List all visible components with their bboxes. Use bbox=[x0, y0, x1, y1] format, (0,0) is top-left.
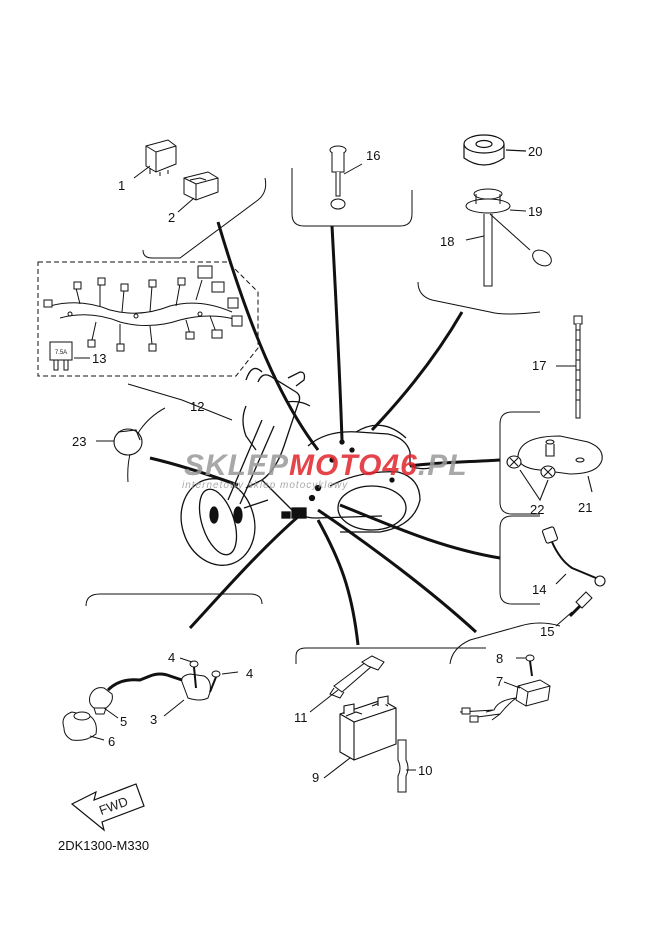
wire-harness-box bbox=[37, 261, 259, 377]
relay-socket-part-2 bbox=[177, 171, 219, 213]
callout-12: 12 bbox=[190, 399, 204, 414]
callout-20: 20 bbox=[528, 144, 542, 159]
battery-part-9 bbox=[323, 695, 397, 779]
watermark-part3: 46 bbox=[381, 449, 417, 482]
callout-21: 21 bbox=[578, 500, 592, 515]
watermark-part1: SKLEP bbox=[184, 449, 289, 482]
wire-harness-part-12 bbox=[43, 265, 243, 352]
fuse-marking: 7.5A bbox=[55, 350, 67, 356]
grommet-part-20 bbox=[463, 134, 527, 166]
bracket-cdi-unit bbox=[449, 622, 561, 665]
callout-13: 13 bbox=[92, 351, 106, 366]
harness-pointer-line bbox=[127, 383, 233, 421]
callout-labels: 1 2 3 4 4 5 6 7 8 9 10 11 12 13 14 15 16… bbox=[72, 144, 592, 785]
bracket-fuel-sender-top bbox=[291, 168, 413, 227]
callout-4-left: 4 bbox=[168, 650, 175, 665]
bracket-ground-lead bbox=[499, 515, 540, 605]
plug-cap-part-5 bbox=[89, 687, 119, 719]
screw-part-4 bbox=[179, 657, 239, 693]
fuel-sender-part-18-19 bbox=[465, 188, 552, 287]
relay-part-1 bbox=[133, 139, 177, 179]
watermark-tagline: internetowy sklep motocyklowy bbox=[182, 480, 348, 491]
breather-hose-part-10 bbox=[397, 739, 416, 793]
callout-11: 11 bbox=[294, 710, 308, 725]
fuse-part-13: 7.5A bbox=[49, 341, 90, 371]
battery-band-part-11 bbox=[309, 655, 385, 713]
callout-17: 17 bbox=[532, 358, 546, 373]
callout-3: 3 bbox=[150, 712, 157, 727]
bracket-bolt-plate bbox=[499, 411, 540, 515]
washer-part-22 bbox=[506, 455, 556, 502]
callout-14: 14 bbox=[532, 582, 546, 597]
plate-part-21 bbox=[517, 435, 603, 493]
callout-10: 10 bbox=[418, 763, 432, 778]
callout-7: 7 bbox=[496, 674, 503, 689]
cable-tie-part-17 bbox=[556, 315, 583, 419]
indicator-lens-part-23 bbox=[96, 428, 143, 456]
cdi-unit-part-7 bbox=[459, 679, 551, 723]
group-brackets bbox=[85, 168, 561, 665]
callout-18: 18 bbox=[440, 234, 454, 249]
callout-2: 2 bbox=[168, 210, 175, 225]
callout-9: 9 bbox=[312, 770, 319, 785]
callout-16: 16 bbox=[366, 148, 380, 163]
svg-text:SKLEPMOTO46.PL: SKLEPMOTO46.PL bbox=[184, 449, 468, 482]
ground-lead-part-14 bbox=[541, 526, 606, 587]
scooter-outline bbox=[180, 367, 431, 566]
bracket-battery bbox=[295, 647, 486, 664]
forward-direction-arrow: FWD bbox=[70, 783, 145, 832]
group-leader-lines bbox=[149, 221, 501, 646]
callout-1: 1 bbox=[118, 178, 125, 193]
bracket-indicator-lens bbox=[127, 407, 166, 483]
bolt-part-15 bbox=[555, 591, 593, 627]
watermark-part4: .PL bbox=[418, 449, 468, 482]
watermark: SKLEPMOTO46.PL internetowy sklep motocyk… bbox=[182, 449, 468, 491]
screw-part-8 bbox=[516, 654, 535, 677]
bracket-ignition-coil bbox=[85, 593, 263, 607]
callout-6: 6 bbox=[108, 734, 115, 749]
sender-plug-part-16 bbox=[329, 145, 363, 210]
callout-19: 19 bbox=[528, 204, 542, 219]
callout-22: 22 bbox=[530, 502, 544, 517]
bracket-fuel-sender-right bbox=[417, 281, 541, 315]
callout-4-right: 4 bbox=[246, 666, 253, 681]
diagram-code: 2DK1300-M330 bbox=[58, 838, 150, 853]
watermark-part2: MOTO bbox=[289, 449, 382, 482]
callout-8: 8 bbox=[496, 651, 503, 666]
callout-23: 23 bbox=[72, 434, 86, 449]
callout-15: 15 bbox=[540, 624, 554, 639]
bracket-relay-group bbox=[142, 177, 267, 259]
boot-part-6 bbox=[62, 711, 105, 741]
callout-5: 5 bbox=[120, 714, 127, 729]
